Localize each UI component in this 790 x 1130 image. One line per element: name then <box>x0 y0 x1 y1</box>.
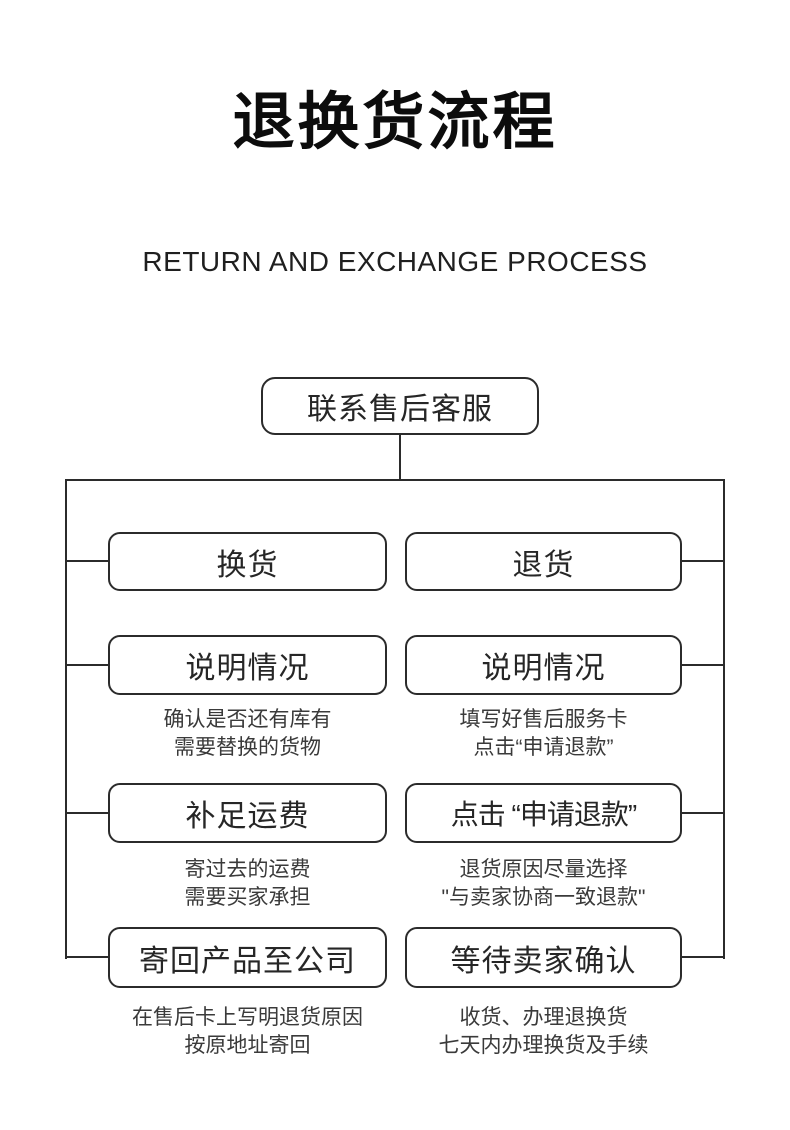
flow-node-send-back: 寄回产品至公司 <box>108 927 387 988</box>
flow-node-pay-shipping: 补足运费 <box>108 783 387 843</box>
desc-line: 退货原因尽量选择 <box>459 858 628 881</box>
flow-node-contact-support: 联系售后客服 <box>261 377 539 435</box>
desc-line: 需要替换的货物 <box>174 736 321 759</box>
flow-desc-apply-refund: 退货原因尽量选择 "与卖家协商一致退款" <box>405 856 682 912</box>
flow-desc-pay-shipping: 寄过去的运费 需要买家承担 <box>108 856 387 912</box>
flow-node-return-explain: 说明情况 <box>405 635 682 695</box>
flow-node-exchange-explain: 说明情况 <box>108 635 387 695</box>
connector-right-stub-1 <box>682 560 725 562</box>
connector-right-stub-4 <box>682 956 725 958</box>
flow-node-return: 退货 <box>405 532 682 591</box>
title-divider <box>0 190 790 404</box>
flow-desc-send-back: 在售后卡上写明退货原因 按原地址寄回 <box>108 1004 387 1060</box>
connector-main-horizontal <box>65 479 725 481</box>
connector-left-stub-2 <box>65 664 108 666</box>
flow-node-wait-seller-confirm: 等待卖家确认 <box>405 927 682 988</box>
flow-node-exchange: 换货 <box>108 532 387 591</box>
connector-left-vertical <box>65 479 67 959</box>
desc-line: 寄过去的运费 <box>184 858 311 881</box>
desc-line: 在售后卡上写明退货原因 <box>132 1006 363 1029</box>
desc-line: 七天内办理换货及手续 <box>438 1034 649 1057</box>
desc-line: 确认是否还有库有 <box>163 708 332 731</box>
flow-desc-exchange-explain: 确认是否还有库有 需要替换的货物 <box>108 706 387 762</box>
page-title: 退换货流程 <box>232 88 558 157</box>
flow-desc-return-explain: 填写好售后服务卡 点击“申请退款” <box>405 706 682 762</box>
connector-right-stub-3 <box>682 812 725 814</box>
desc-line: 收货、办理退换货 <box>459 1006 628 1029</box>
connector-left-stub-4 <box>65 956 108 958</box>
connector-left-stub-3 <box>65 812 108 814</box>
connector-right-stub-2 <box>682 664 725 666</box>
page-subtitle: RETURN AND EXCHANGE PROCESS <box>142 246 648 277</box>
connector-left-stub-1 <box>65 560 108 562</box>
desc-line: 需要买家承担 <box>184 886 311 909</box>
desc-line: "与卖家协商一致退款" <box>441 886 646 909</box>
flow-desc-wait-seller-confirm: 收货、办理退换货 七天内办理换货及手续 <box>405 1004 682 1060</box>
desc-line: 按原地址寄回 <box>184 1034 311 1057</box>
connector-right-vertical <box>723 479 725 959</box>
desc-line: 点击“申请退款” <box>473 736 614 759</box>
flow-node-apply-refund: 点击 “申请退款” <box>405 783 682 843</box>
desc-line: 填写好售后服务卡 <box>459 708 628 731</box>
connector-root-stub <box>399 435 401 480</box>
